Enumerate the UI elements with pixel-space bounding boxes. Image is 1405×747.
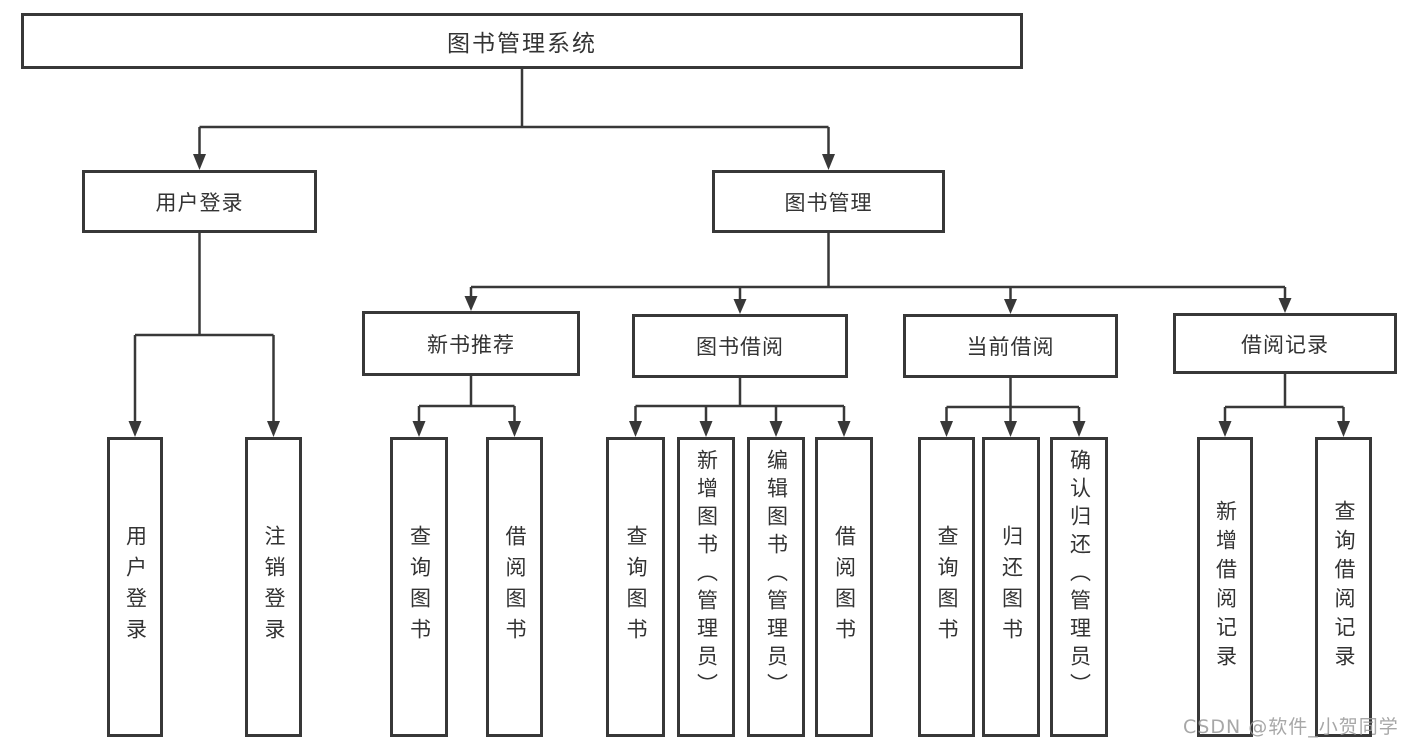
arrow-head xyxy=(1072,421,1086,437)
node-label: 用户登录 xyxy=(155,190,244,215)
leaf-add-borrow-record: 新增借阅记录 xyxy=(1197,437,1253,737)
connector-new-book-rec-children xyxy=(412,376,521,437)
connector-line xyxy=(634,378,846,422)
connector-line xyxy=(417,376,516,422)
node-label: 归还图书 xyxy=(999,525,1024,649)
node-label: 借阅图书 xyxy=(503,525,527,649)
leaf-query-books-1: 查询图书 xyxy=(390,437,448,737)
connector-book-borrow-children xyxy=(629,378,851,437)
arrow-head xyxy=(769,421,783,437)
node-label: 查询图书 xyxy=(407,525,432,649)
arrow-head xyxy=(464,296,478,311)
connector-root-to-level2 xyxy=(193,69,835,170)
connector-line xyxy=(1223,373,1345,422)
node-label: 查询图书 xyxy=(935,525,959,649)
leaf-return-books: 归还图书 xyxy=(982,437,1040,737)
arrow-head xyxy=(1218,421,1232,437)
arrow-head xyxy=(1278,298,1292,313)
arrow-head xyxy=(1004,299,1017,314)
connector-line xyxy=(469,233,1287,300)
node-label: 新书推荐 xyxy=(427,332,515,357)
node-label: 确认归还（管理员） xyxy=(1067,449,1092,701)
arrow-head xyxy=(940,421,953,437)
leaf-query-books-3: 查询图书 xyxy=(918,437,975,737)
connector-line xyxy=(945,378,1081,422)
arrow-head xyxy=(733,299,747,314)
node-library-management-system: 图书管理系统 xyxy=(21,13,1023,69)
arrow-head xyxy=(508,421,521,437)
node-label: 图书管理 xyxy=(784,190,873,215)
node-label: 查询图书 xyxy=(624,525,648,649)
arrow-head xyxy=(267,421,280,437)
connector-user-login-children xyxy=(128,233,280,437)
leaf-borrow-books-1: 借阅图书 xyxy=(486,437,543,737)
arrow-head xyxy=(822,154,835,170)
node-label: 编辑图书（管理员） xyxy=(764,449,789,701)
node-label: 借阅图书 xyxy=(832,525,857,649)
leaf-confirm-return-admin: 确认归还（管理员） xyxy=(1050,437,1108,737)
leaf-edit-books-admin: 编辑图书（管理员） xyxy=(747,437,805,737)
arrow-head xyxy=(193,154,206,170)
node-borrowing-records: 借阅记录 xyxy=(1173,313,1397,374)
connector-line xyxy=(198,69,830,155)
node-book-management: 图书管理 xyxy=(712,170,945,233)
connector-book-mgmt-to-level3 xyxy=(464,233,1292,314)
arrow-head xyxy=(1004,421,1017,437)
node-user-login: 用户登录 xyxy=(82,170,317,233)
leaf-add-books-admin: 新增图书（管理员） xyxy=(677,437,735,737)
node-book-borrowing: 图书借阅 xyxy=(632,314,848,378)
node-label: 新增图书（管理员） xyxy=(694,449,719,701)
node-label: 新增借阅记录 xyxy=(1213,500,1238,674)
node-label: 注销登录 xyxy=(262,525,286,649)
node-label: 用户登录 xyxy=(123,525,148,649)
watermark: CSDN @软件_小贺同学 xyxy=(1183,716,1399,738)
node-label: 借阅记录 xyxy=(1241,332,1329,357)
connector-current-borrow-children xyxy=(940,378,1086,437)
node-current-borrowing: 当前借阅 xyxy=(903,314,1118,378)
arrow-head xyxy=(699,421,713,437)
arrow-head xyxy=(837,421,851,437)
leaf-query-borrow-record: 查询借阅记录 xyxy=(1315,437,1372,737)
node-label: 查询借阅记录 xyxy=(1332,500,1356,674)
node-label: 图书借阅 xyxy=(696,335,784,359)
leaf-borrow-books-2: 借阅图书 xyxy=(815,437,873,737)
leaf-query-books-2: 查询图书 xyxy=(606,437,665,737)
leaf-logout: 注销登录 xyxy=(245,437,302,737)
connector-line xyxy=(133,233,275,422)
connector-borrow-records-children xyxy=(1218,373,1350,437)
node-new-book-recommendation: 新书推荐 xyxy=(362,311,580,376)
arrow-head xyxy=(412,421,426,437)
arrow-head xyxy=(629,421,642,437)
arrow-head xyxy=(1337,421,1350,437)
node-label: 当前借阅 xyxy=(966,335,1055,359)
leaf-user-login: 用户登录 xyxy=(107,437,163,737)
node-label: 图书管理系统 xyxy=(447,31,597,57)
arrow-head xyxy=(128,421,142,437)
